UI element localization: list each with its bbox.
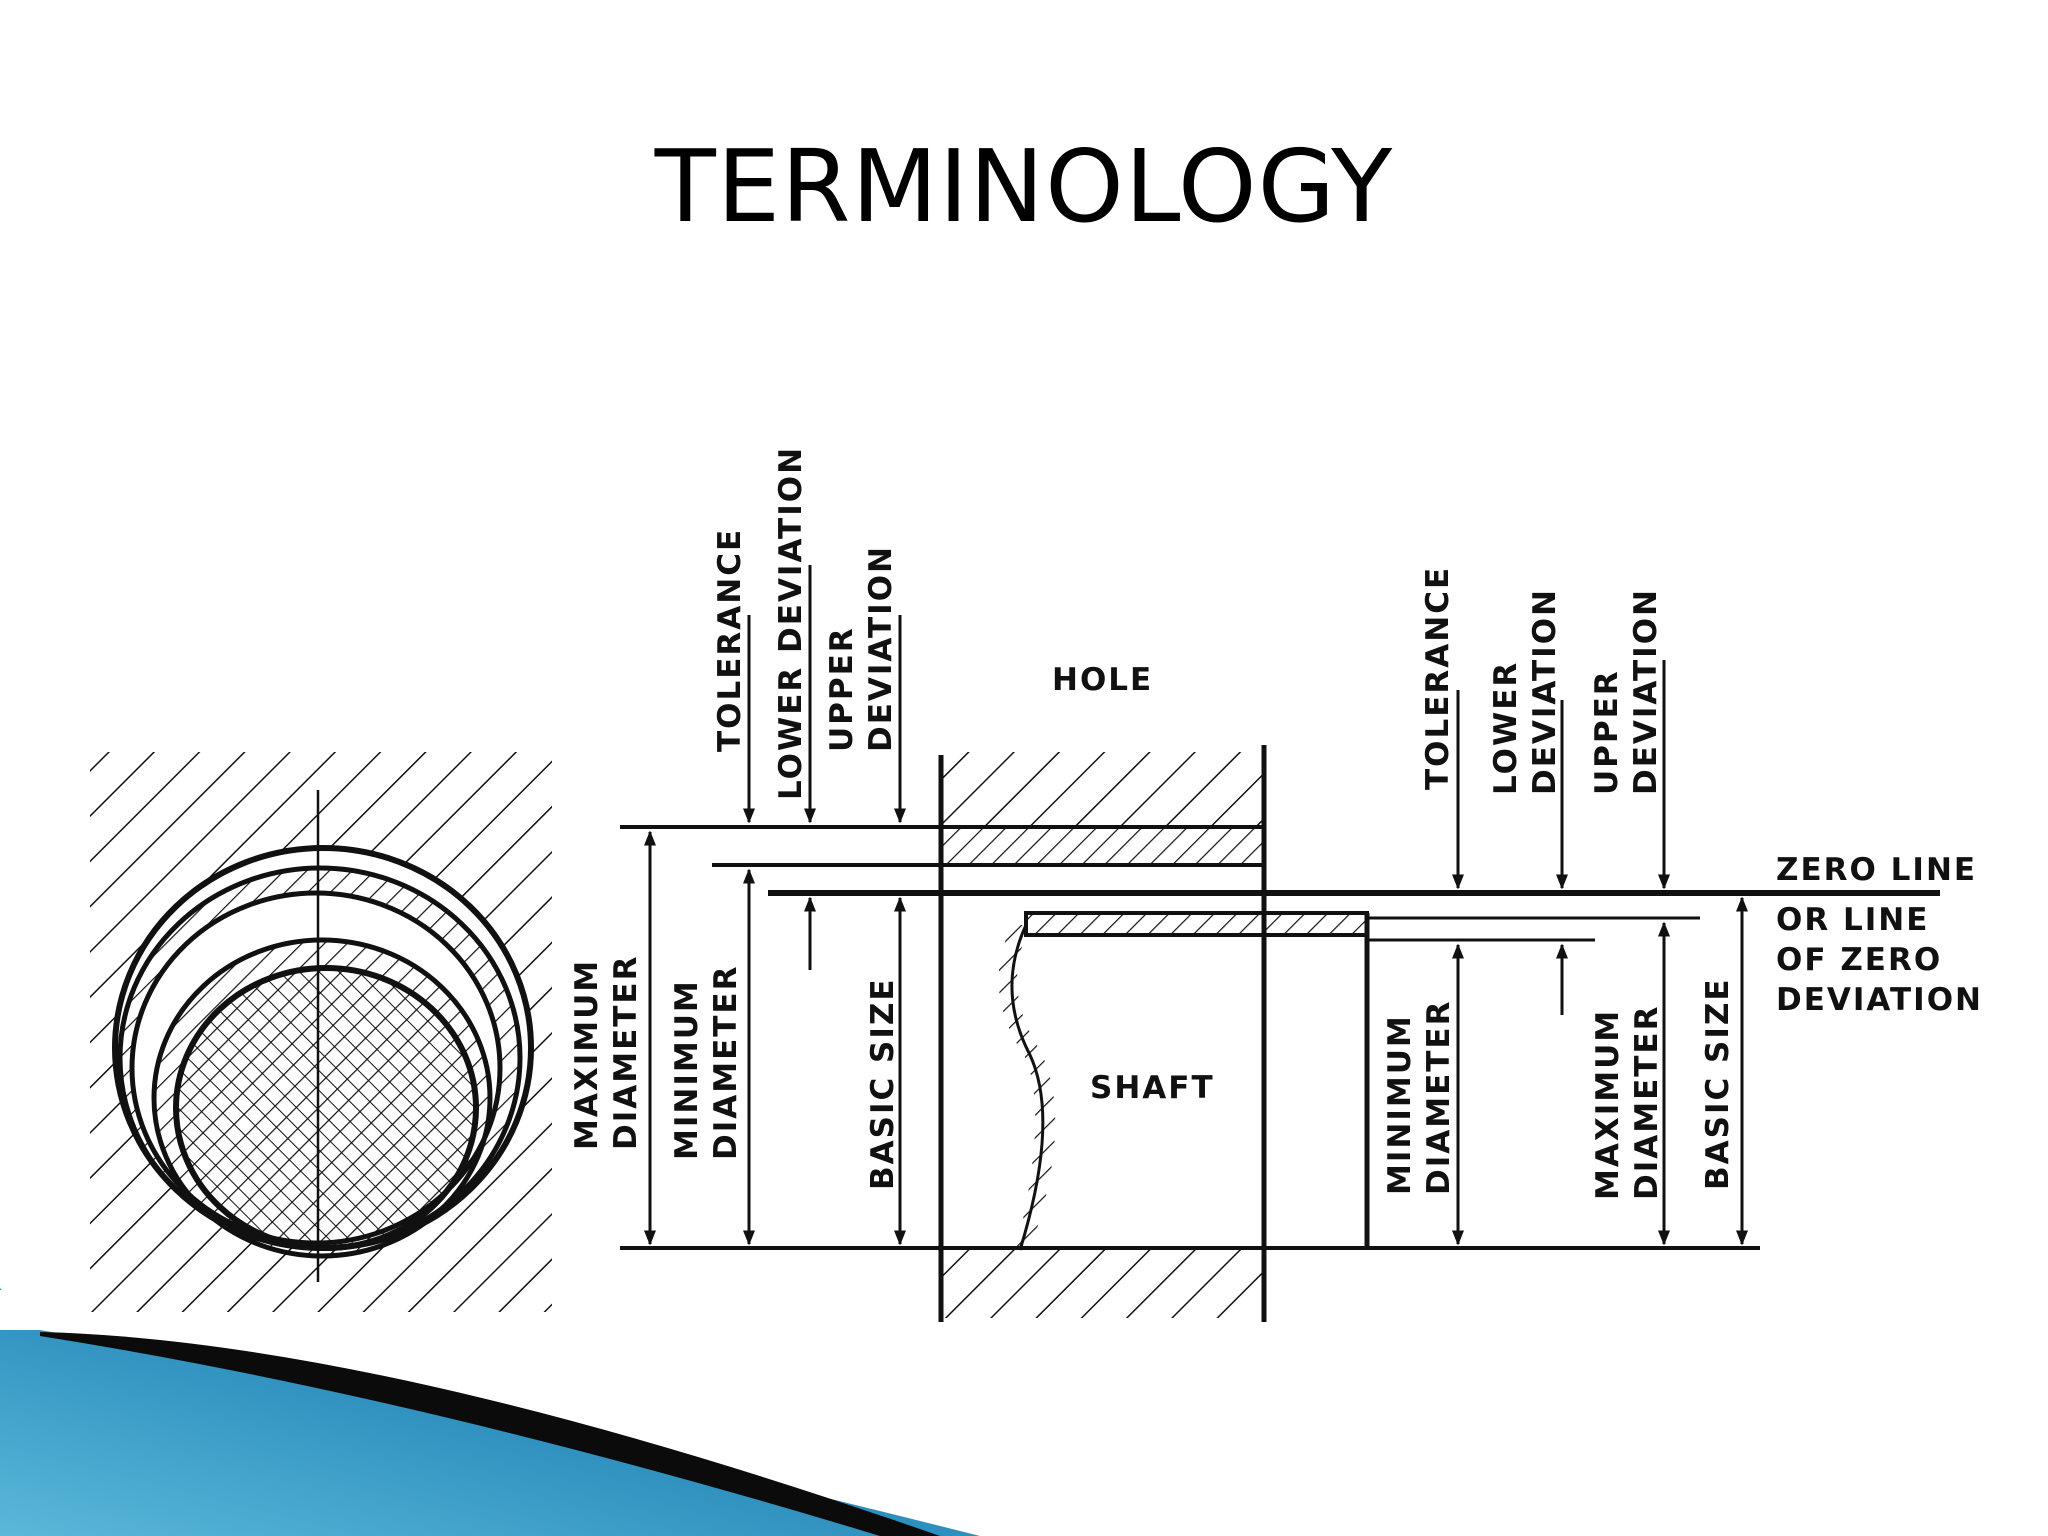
dimension-lines [644,565,1748,1246]
hole-label: HOLE [1052,662,1153,698]
cross-section-view [90,752,552,1312]
svg-text:ZERO LINE: ZERO LINE [1776,852,1977,888]
shaft-maximum-diameter-label: MAXIMUM DIAMETER [1590,1005,1665,1200]
svg-text:DEVIATION: DEVIATION [1628,588,1664,795]
blue-swoosh [0,1288,980,1536]
reference-lines [620,825,1940,1250]
dark-swoosh [40,1332,940,1536]
svg-text:UPPER: UPPER [824,626,860,752]
hole-tolerance-label: TOLERANCE [712,528,748,752]
hole-minimum-diameter-label: MINIMUM DIAMETER [669,965,744,1160]
slide-title: TERMINOLOGY [654,128,1394,245]
hole-lower-deviation-label: LOWER DEVIATION [773,446,809,800]
shaft-upper-deviation-label: UPPER DEVIATION [1589,588,1664,795]
shaft-lower-deviation-label: LOWER DEVIATION [1488,588,1563,795]
svg-text:LOWER: LOWER [1488,661,1524,795]
svg-text:DIAMETER: DIAMETER [708,965,744,1160]
svg-text:DEVIATION: DEVIATION [1527,588,1563,795]
svg-text:MINIMUM: MINIMUM [669,979,705,1160]
svg-text:MINIMUM: MINIMUM [1382,1014,1418,1195]
svg-text:BASIC SIZE: BASIC SIZE [865,977,901,1190]
zero-line-label: ZERO LINE OR LINE OF ZERO DEVIATION [1776,852,1983,1018]
svg-text:TOLERANCE: TOLERANCE [1420,566,1456,790]
svg-text:DEVIATION: DEVIATION [1776,982,1983,1018]
svg-text:OF ZERO: OF ZERO [1776,942,1942,978]
hole-profile [938,745,1267,1322]
svg-text:DIAMETER: DIAMETER [1629,1005,1665,1200]
svg-text:LOWER DEVIATION: LOWER DEVIATION [773,446,809,800]
svg-text:MAXIMUM: MAXIMUM [1590,1009,1626,1200]
hole-maximum-diameter-label: MAXIMUM DIAMETER [569,955,644,1150]
svg-text:OR LINE: OR LINE [1776,902,1929,938]
svg-text:UPPER: UPPER [1589,669,1625,795]
shaft-basic-size-label: BASIC SIZE [1700,977,1736,1190]
svg-text:MAXIMUM: MAXIMUM [569,959,605,1150]
svg-text:DIAMETER: DIAMETER [1421,1000,1457,1195]
shaft-section [173,965,479,1251]
svg-text:DIAMETER: DIAMETER [608,955,644,1150]
hole-basic-size-label: BASIC SIZE [865,977,901,1190]
shaft-label: SHAFT [1090,1070,1215,1106]
shaft-minimum-diameter-label: MINIMUM DIAMETER [1382,1000,1457,1195]
hole-upper-deviation-label: UPPER DEVIATION [824,545,899,752]
svg-text:TOLERANCE: TOLERANCE [712,528,748,752]
svg-text:BASIC SIZE: BASIC SIZE [1700,977,1736,1190]
svg-text:DEVIATION: DEVIATION [863,545,899,752]
shaft-tolerance-label: TOLERANCE [1420,566,1456,790]
